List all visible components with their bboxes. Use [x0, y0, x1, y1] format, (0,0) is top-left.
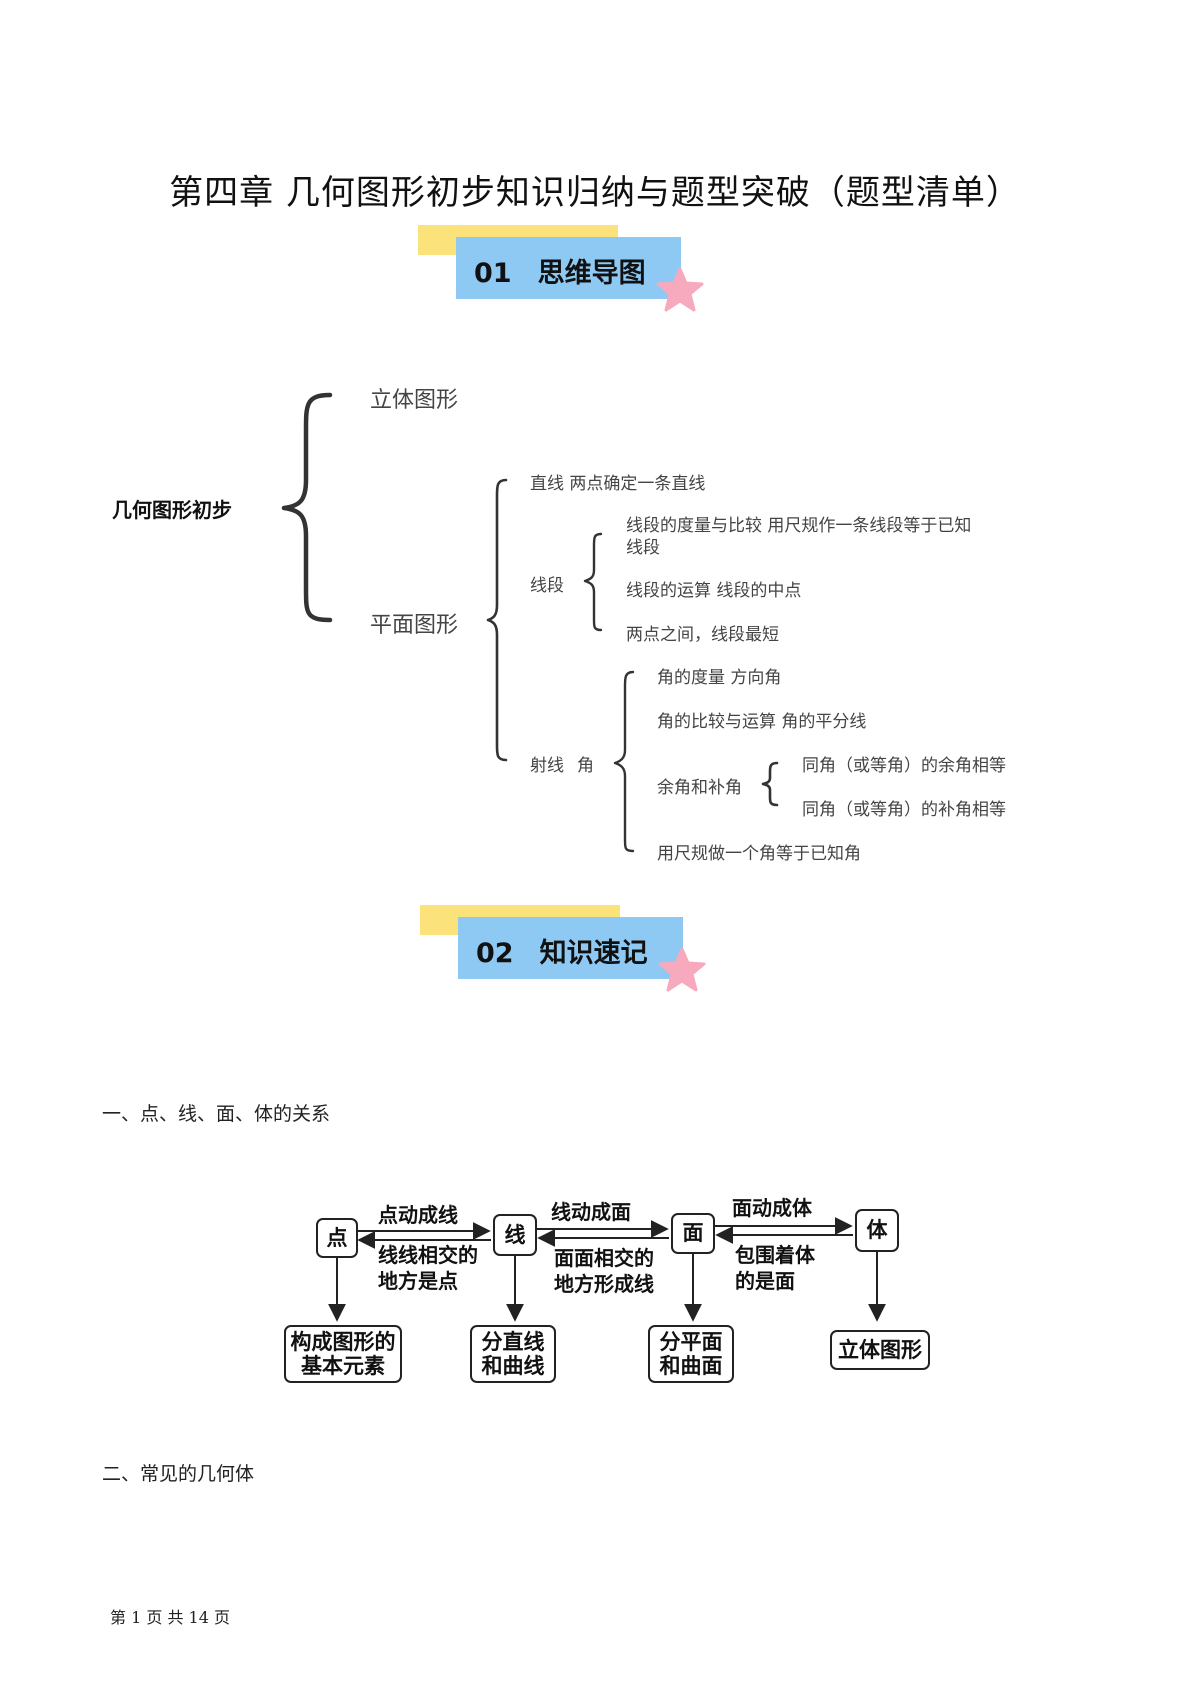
banner-label: 思维导图: [537, 258, 646, 289]
flow-result: 分直线 和曲线: [470, 1325, 556, 1383]
brace: [486, 478, 508, 762]
section-heading-2: 二、常见的几何体: [102, 1463, 255, 1485]
mindmap-plane: 平面图形: [370, 613, 459, 638]
mindmap-segment-item: 线段: [626, 538, 660, 558]
mindmap-braces: [281, 392, 779, 853]
page-number: 第 1 页 共 14 页: [110, 1608, 230, 1627]
mindmap-angle-item: 余角和补角: [657, 778, 742, 798]
mindmap-complement-item: 同角（或等角）的补角相等: [802, 800, 1006, 820]
flow-node: 线: [493, 1214, 537, 1256]
brace: [761, 761, 779, 807]
banner-label: 知识速记: [539, 938, 648, 969]
mindmap-segment-item: 线段的度量与比较 用尺规作一条线段等于已知: [626, 516, 972, 536]
mindmap-root: 几何图形初步: [112, 498, 232, 522]
star-icon: [656, 267, 704, 312]
section-heading-1: 一、点、线、面、体的关系: [102, 1103, 331, 1125]
flow-result: 分平面 和曲面: [648, 1325, 734, 1383]
mindmap-angle-item: 角的度量 方向角: [657, 668, 782, 688]
mindmap-angle-item: 角的比较与运算 角的平分线: [657, 712, 867, 732]
page-title: 第四章 几何图形初步知识归纳与题型突破（题型清单）: [169, 173, 1021, 213]
mindmap-segment-item: 线段的运算 线段的中点: [626, 581, 802, 601]
flow-forward-label: 面动成体: [732, 1196, 812, 1220]
mindmap-complement-item: 同角（或等角）的余角相等: [802, 756, 1006, 776]
mindmap-segment: 线段: [530, 576, 564, 596]
mindmap-segment-item: 两点之间，线段最短: [626, 625, 779, 645]
mindmap-solid: 立体图形: [370, 388, 459, 413]
banner-number: 01: [474, 258, 512, 289]
mindmap-line: 直线 两点确定一条直线: [530, 474, 706, 494]
mindmap-angle-item: 用尺规做一个角等于已知角: [657, 844, 861, 864]
banner-box: [456, 237, 681, 299]
brace: [281, 392, 333, 623]
section-banner-mindmap: 01 思维导图: [418, 225, 718, 315]
flow-forward-label: 点动成线: [378, 1203, 458, 1227]
brace: [613, 670, 635, 853]
flow-node: 面: [671, 1213, 715, 1254]
section-banner-knowledge: 02 知识速记: [420, 905, 720, 995]
flow-result: 构成图形的 基本元素: [284, 1325, 402, 1383]
flow-backward-label: 线线相交的 地方是点: [378, 1243, 478, 1293]
banner-number: 02: [476, 938, 514, 969]
flow-node: 体: [855, 1209, 899, 1252]
mindmap-ray: 射线: [530, 756, 564, 776]
mindmap-angle: 角: [577, 756, 594, 776]
flow-connectors: [328, 1217, 886, 1322]
flow-result: 立体图形: [830, 1330, 930, 1370]
flow-forward-label: 线动成面: [551, 1200, 631, 1224]
flow-backward-label: 包围着体 的是面: [735, 1243, 815, 1293]
brace: [583, 532, 603, 632]
banner-box: [458, 917, 683, 979]
star-icon: [658, 947, 706, 992]
flow-node: 点: [316, 1218, 358, 1258]
flow-backward-label: 面面相交的 地方形成线: [554, 1246, 654, 1296]
